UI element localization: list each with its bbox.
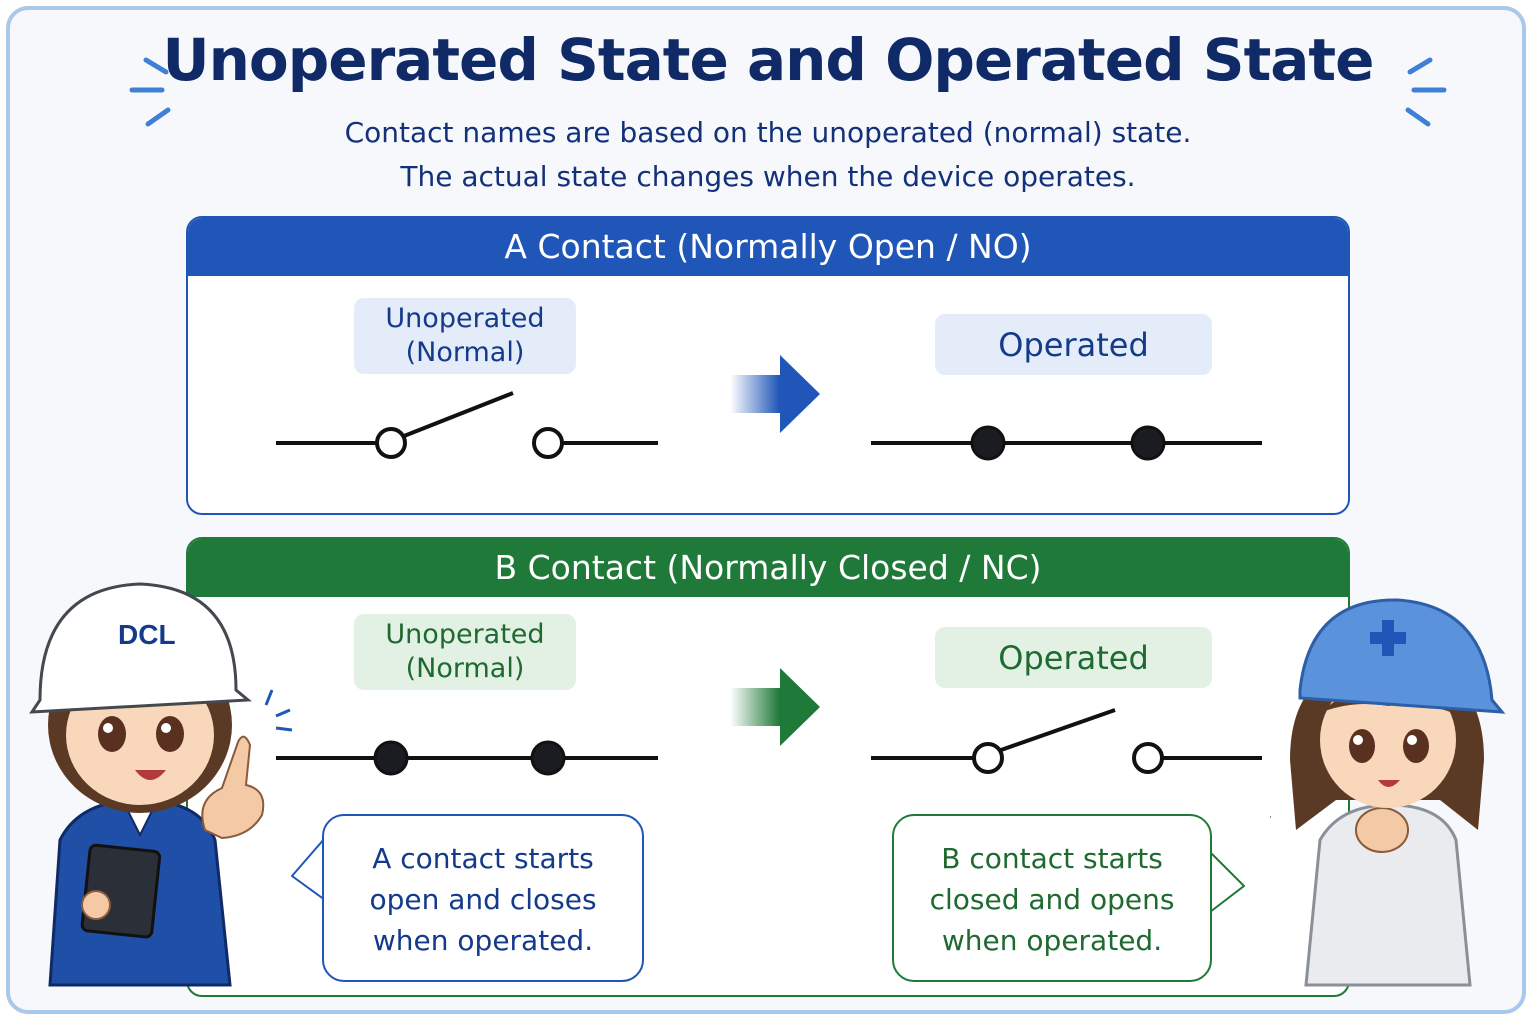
b-unoperated-switch-closed — [276, 740, 658, 776]
b-unoperated-label-1: Unoperated — [385, 619, 545, 650]
b-operated-switch-open — [871, 708, 1262, 774]
subtitle-line-2: The actual state changes when the device… — [400, 160, 1136, 193]
a-contact-bubble: A contact starts open and closes when op… — [322, 814, 644, 982]
a-bubble-line-1: A contact starts — [372, 842, 594, 875]
sparkle-right-icon — [1405, 57, 1447, 127]
b-contact-bubble: B contact starts closed and opens when o… — [892, 814, 1212, 982]
a-unoperated-switch-open — [276, 391, 658, 459]
engineer-character-left: DCL — [29, 582, 293, 987]
a-contact-header: A Contact (Normally Open / NO) — [188, 218, 1348, 276]
a-bubble-line-2: open and closes — [369, 883, 597, 916]
b-arrow-icon — [730, 668, 820, 746]
sparkle-left-icon — [129, 57, 171, 127]
b-operated-tag: Operated — [935, 627, 1212, 688]
b-bubble-line-2: closed and opens — [929, 883, 1175, 916]
page-title: Unoperated State and Operated State — [162, 26, 1374, 94]
b-operated-label: Operated — [998, 638, 1149, 677]
a-unoperated-tag: Unoperated (Normal) — [354, 298, 576, 374]
subtitle-line-1: Contact names are based on the unoperate… — [344, 116, 1192, 149]
a-unoperated-label-1: Unoperated — [385, 303, 545, 334]
a-arrow-icon — [730, 355, 820, 433]
b-bubble-line-3: when operated. — [941, 924, 1163, 957]
a-operated-tag: Operated — [935, 314, 1212, 375]
helmet-logo: DCL — [118, 619, 176, 650]
a-bubble-line-3: when operated. — [372, 924, 594, 957]
b-bubble-line-1: B contact starts — [941, 842, 1163, 875]
b-contact-header: B Contact (Normally Closed / NC) — [188, 539, 1348, 597]
a-operated-switch-closed — [871, 425, 1262, 461]
b-unoperated-label-2: (Normal) — [405, 653, 525, 684]
a-unoperated-label-2: (Normal) — [405, 337, 525, 368]
plus-icon — [1370, 620, 1406, 656]
b-unoperated-tag: Unoperated (Normal) — [354, 614, 576, 690]
engineer-character-right — [1270, 598, 1506, 987]
a-operated-label: Operated — [998, 325, 1149, 364]
